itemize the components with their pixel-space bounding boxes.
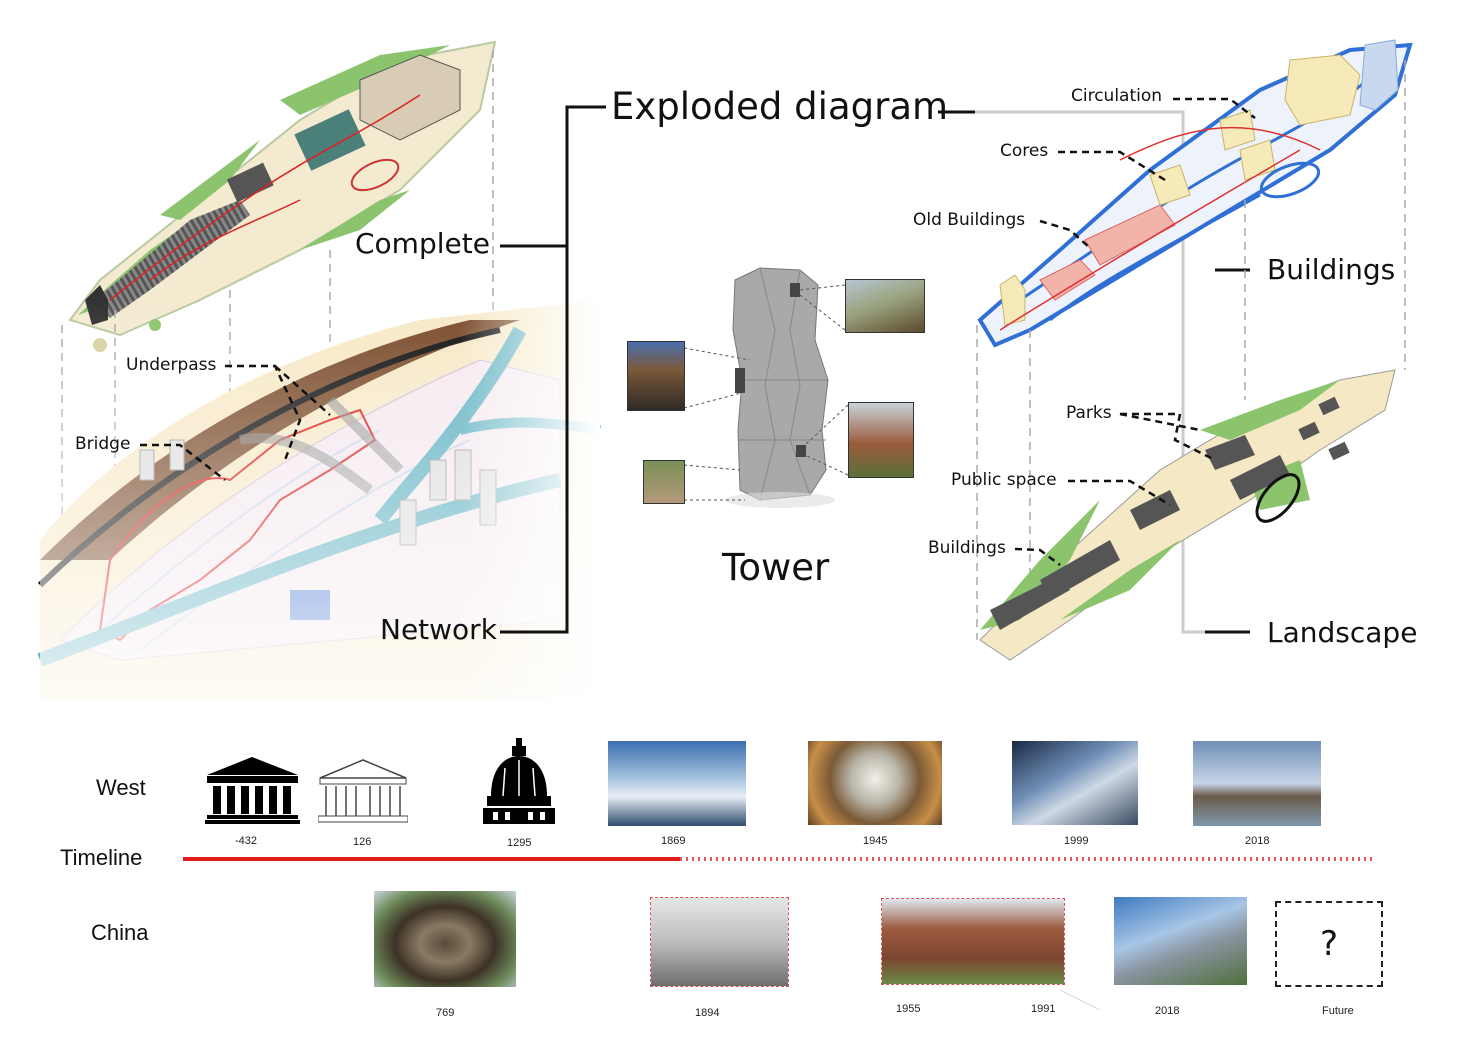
tower-photo-rail [845, 279, 925, 333]
tower-label: Tower [722, 546, 830, 589]
china-label: China [91, 920, 149, 945]
circulation-label: Circulation [1071, 86, 1163, 106]
future-question-mark: ? [1319, 924, 1339, 964]
factory-1955-photo [881, 898, 1065, 985]
west-label: West [96, 775, 146, 800]
timeline-title: Timeline [60, 845, 143, 870]
landscape-layer-label: Landscape [1267, 616, 1418, 649]
china-year-2018: 2018 [1155, 1005, 1180, 1017]
network-site-map [37, 300, 601, 710]
complete-site-map [68, 40, 497, 352]
underpass-label: Underpass [126, 355, 217, 375]
network-label: Network [380, 613, 497, 646]
buildings-callout-label: Buildings [928, 538, 1006, 558]
buildings-layer-label: Buildings [1267, 253, 1396, 286]
pantheon-icon [318, 759, 408, 823]
library-interior-photo [808, 741, 942, 825]
tower-photo-chimney [848, 402, 914, 478]
exploded-diagram-title: Exploded diagram [611, 85, 949, 128]
future-placeholder: ? [1275, 901, 1383, 987]
old-buildings-label: Old Buildings [913, 210, 1026, 230]
parks-label: Parks [1066, 403, 1112, 423]
cores-label: Cores [1000, 141, 1049, 161]
va-dundee-photo [1193, 741, 1321, 826]
bridge-label: Bridge [75, 434, 131, 454]
tower-photo-stair [627, 341, 685, 411]
tower-model [683, 267, 849, 508]
west-year-126: 126 [353, 836, 372, 848]
tower-photo-path [643, 460, 685, 504]
china-year-future: Future [1322, 1005, 1354, 1017]
west-year-1999: 1999 [1064, 835, 1089, 847]
modern-2018-china-photo [1114, 897, 1247, 985]
buildings-layer-map [977, 39, 1413, 348]
west-year-1295: 1295 [507, 837, 532, 849]
west-year-2018: 2018 [1245, 835, 1270, 847]
landscape-layer-map [979, 369, 1396, 661]
neuschwanstein-photo [608, 741, 746, 826]
tulou-photo [374, 891, 516, 987]
china-year-769: 769 [436, 1007, 455, 1019]
dome-cathedral-icon [483, 738, 555, 824]
industrial-1894-photo [650, 897, 789, 987]
west-year-432: -432 [235, 835, 258, 847]
china-year-1894: 1894 [695, 1007, 720, 1019]
complete-label: Complete [355, 227, 490, 260]
china-year-1991: 1991 [1031, 1003, 1056, 1015]
west-year-1869: 1869 [661, 835, 686, 847]
greek-temple-icon [205, 757, 300, 824]
china-year-1955: 1955 [896, 1003, 921, 1015]
public-space-label: Public space [951, 470, 1057, 490]
west-year-1945: 1945 [863, 835, 888, 847]
reichstag-dome-photo [1012, 741, 1138, 825]
